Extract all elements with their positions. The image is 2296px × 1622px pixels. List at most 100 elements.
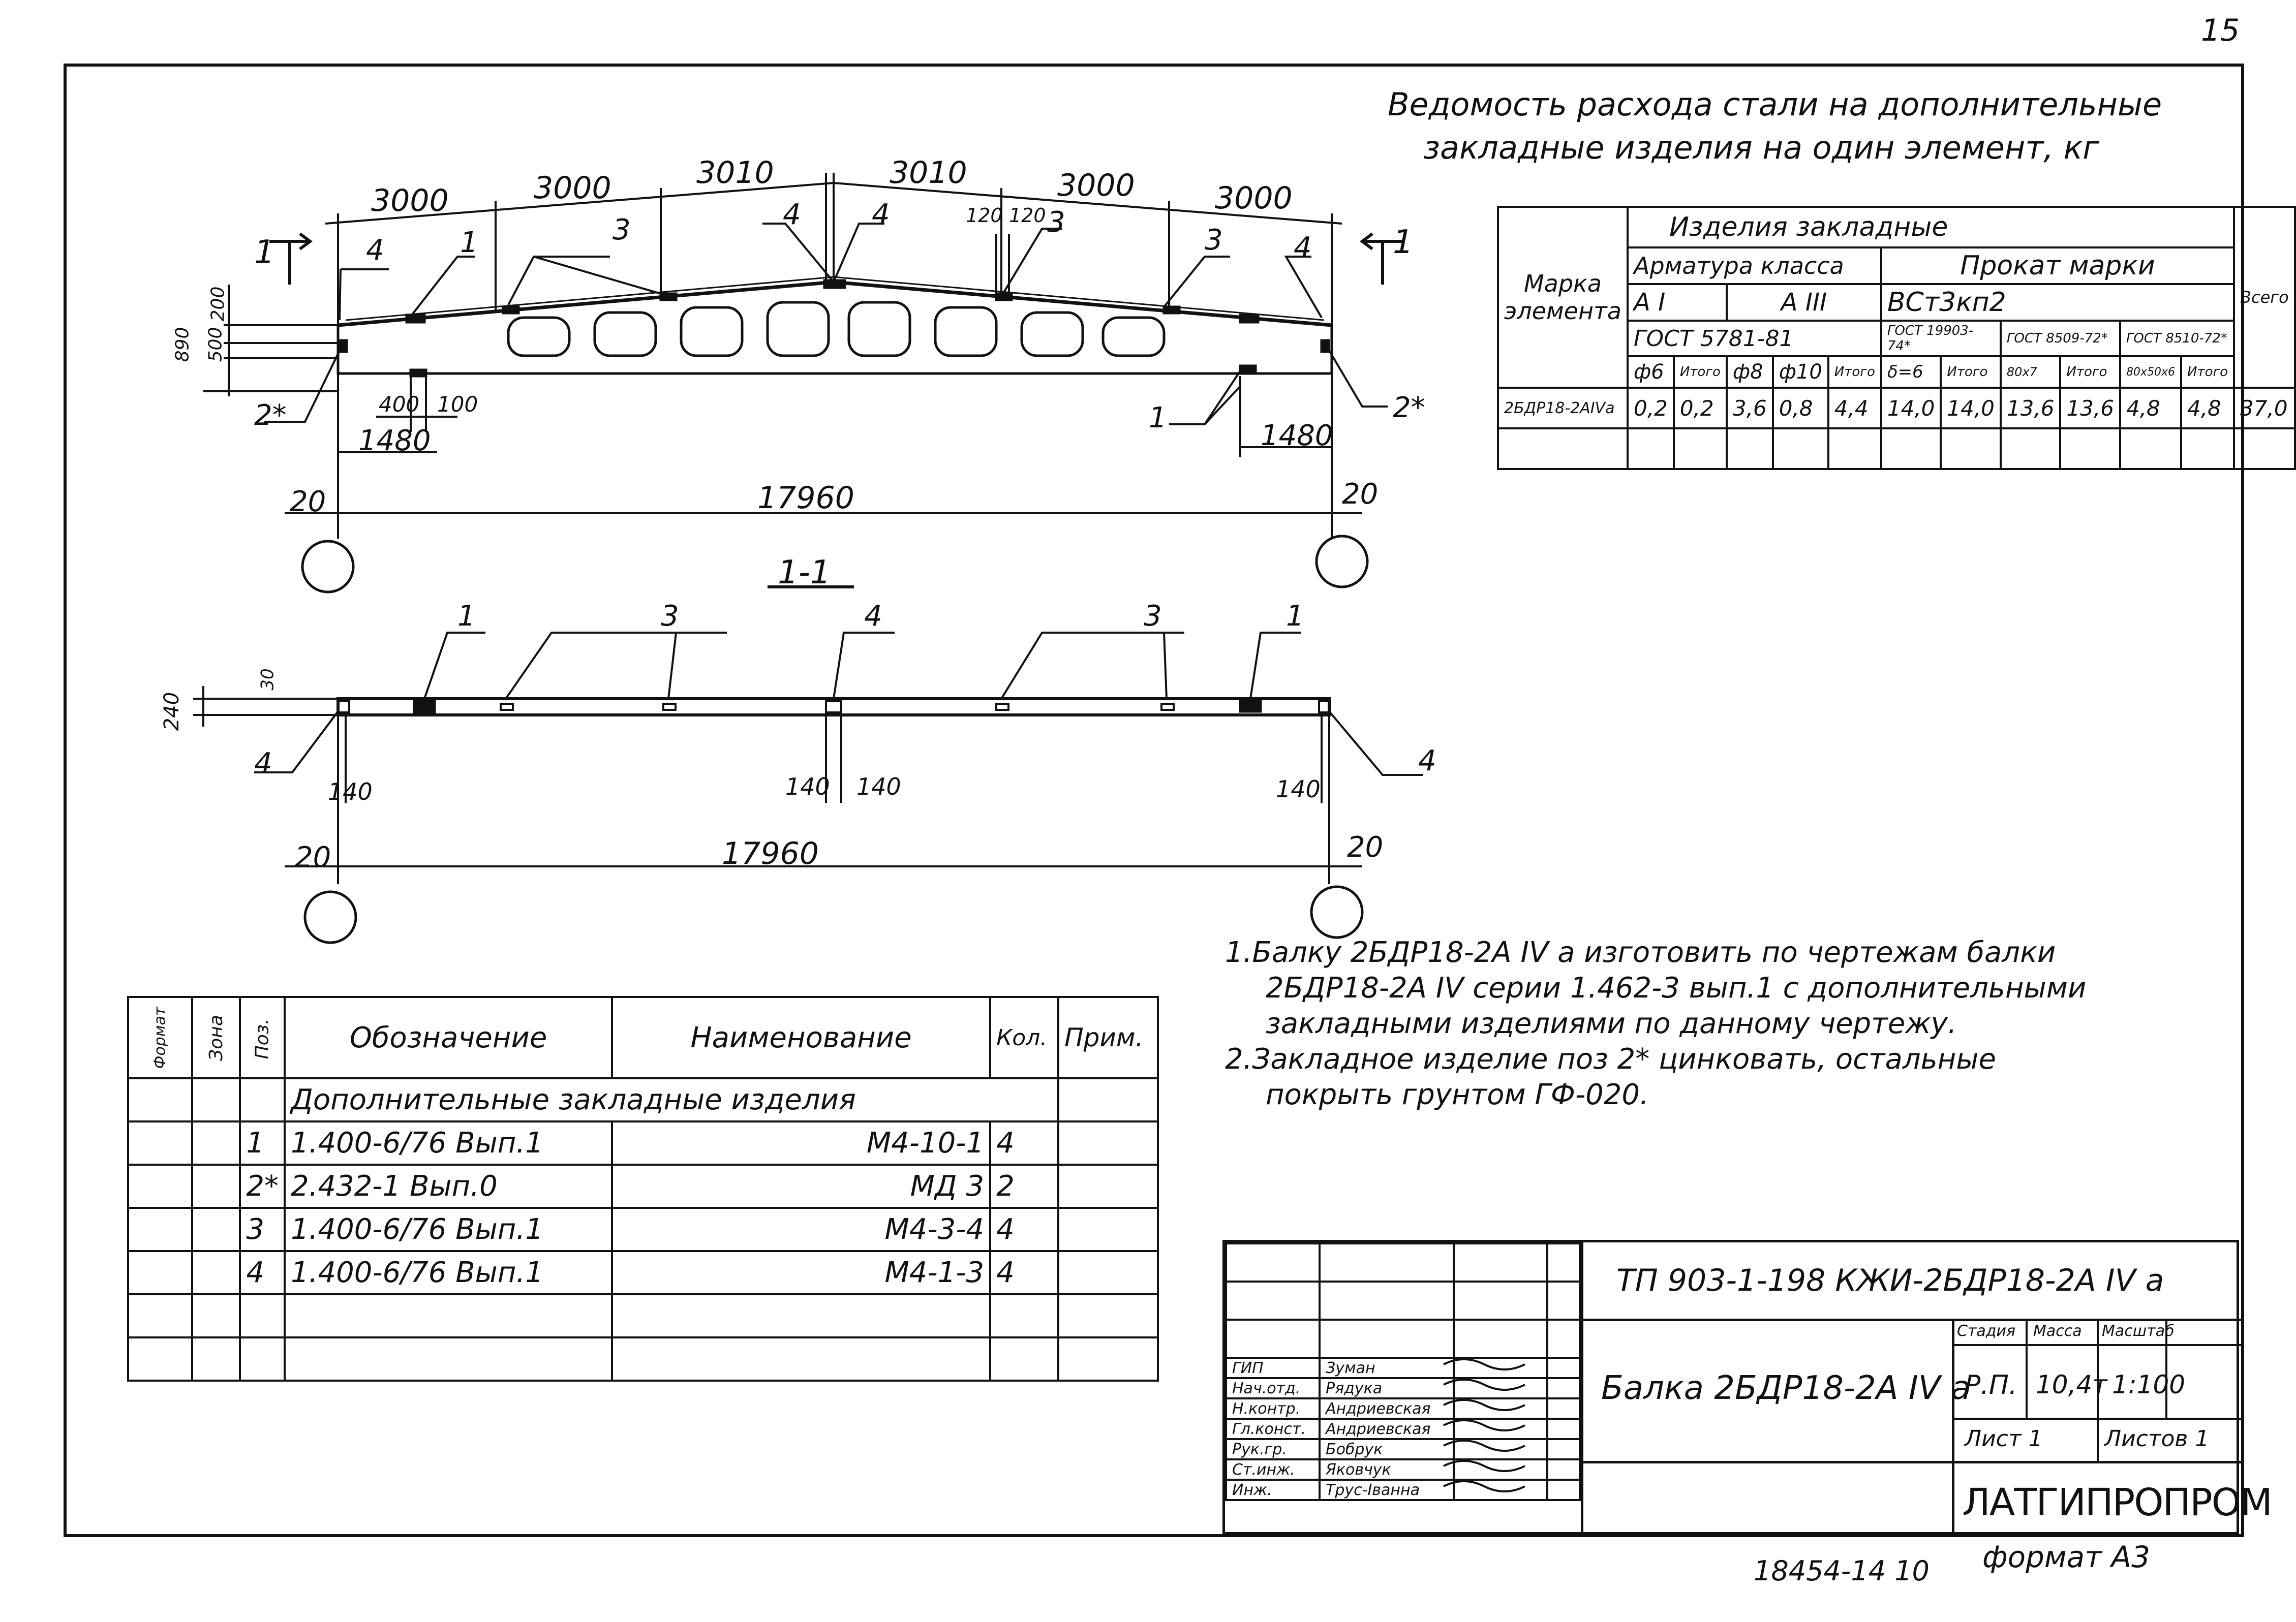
val-11: 37,0 [2233,387,2296,429]
sec-callout-1a: 1 [457,600,476,633]
section-mark-right: 1 [1393,224,1414,261]
sec-callout-3a: 3 [661,600,679,633]
dim-20-left: 20 [290,485,326,518]
sec-dim-20-left: 20 [295,841,331,874]
sec-dim-20-right: 20 [1347,831,1384,864]
spec-row: 1 1.400-6/76 Вып.1 М4-10-1 4 [127,1120,1159,1166]
callout-3b: 3 [1047,206,1065,239]
sub-7: 80х7 [1999,355,2062,389]
staff-row: Гл.конст.Андриевская [1225,1418,1581,1440]
val-0: 0,2 [1627,387,1675,429]
staff-role: ГИП [1225,1357,1321,1379]
spec-row: 3 1.400-6/76 Вып.1 М4-3-4 4 [127,1207,1159,1252]
h-qty: Кол. [989,996,1060,1079]
dim-1480-left: 1480 [358,424,431,457]
spec-pos: 4 [239,1250,286,1295]
h-pos: Поз. [252,1018,273,1059]
sheets-value: Листов 1 [2104,1426,2210,1452]
gost-19903: ГОСТ 19903-74* [1880,320,2002,357]
spec-section-title: Дополнительные закладные изделия [284,1077,1060,1122]
h-format: Формат [151,1007,169,1069]
dim-seg-6: 3000 [1215,180,1293,216]
h-name: Наименование [611,996,992,1079]
dim-200: 200 [207,286,229,322]
val-2: 3,6 [1725,387,1774,429]
sub-1: Итого [1672,355,1728,389]
stage-header: Стадия [1957,1322,2016,1340]
page-number: 15 [2201,13,2240,48]
drawing-frame [64,64,2244,1537]
dim-100: 100 [437,392,478,417]
row-mark: 2БДР18-2АIVа [1496,387,1629,429]
note-line-4: 2.Закладное изделие поз 2* цинковать, ос… [1225,1043,1996,1076]
steel-table-title-2: закладные изделия на один элемент, кг [1423,129,2099,166]
sheet-value: Лист 1 [1965,1426,2043,1452]
sub-5: δ=6 [1880,355,1942,389]
sec-dim-span: 17960 [722,836,819,871]
spec-name: МД 3 [611,1164,992,1209]
dim-1480-right: 1480 [1261,419,1333,452]
doc-code: ТП 903-1-198 КЖИ-2БДР18-2А IV а [1616,1263,2164,1298]
callout-3a: 3 [613,213,631,246]
sub-3: ф10 [1771,355,1829,389]
dim-seg-2: 3000 [534,170,611,206]
gost-8510: ГОСТ 8510-72* [2119,320,2236,357]
drawing-title: Балка 2БДР18-2А IV а [1601,1369,1971,1407]
sec-callout-3b: 3 [1144,600,1162,633]
val-5: 14,0 [1880,387,1942,429]
staff-row: Инж.Трус-Іванна [1225,1479,1581,1501]
val-7: 13,6 [1999,387,2062,429]
section-title: 1-1 [778,554,831,591]
note-line-5: покрыть грунтом ГФ-020. [1266,1078,1649,1111]
spec-designation: 1.400-6/76 Вып.1 [284,1250,614,1295]
leaders [264,223,1388,594]
dim-20-right: 20 [1342,478,1379,511]
sub-9: 80х50х6 [2119,355,2182,389]
armature-header: Арматура класса [1627,246,1882,285]
sub-10: Итого [2180,355,2236,389]
staff-row: Ст.инж.Яковчук [1225,1458,1581,1481]
staff-role: Н.контр. [1225,1397,1321,1420]
sec-callout-1b: 1 [1286,600,1304,633]
left-height-dims [203,285,338,396]
dim-seg-4: 3010 [890,155,967,191]
callout-4b: 4 [783,198,801,231]
steel-table: Марка элемента Изделия закладные Всего А… [1496,206,2296,470]
staff-name: Трус-Іванна [1319,1479,1455,1501]
note-line-3: закладными изделиями по данному чертежу. [1266,1007,1957,1040]
spec-designation: 1.400-6/76 Вып.1 [284,1207,614,1252]
top-dimension-chain [325,173,1342,325]
dim-400: 400 [379,392,420,417]
callout-2star-right: 2* [1393,391,1425,424]
rolled-header: Прокат марки [1880,246,2236,285]
steel-grade: ВСт3кп2 [1880,283,2236,322]
beam-elevation [203,173,1403,594]
sec-dim-140d: 140 [1276,775,1321,803]
dim-seg-3: 3010 [696,155,774,191]
callout-3c: 3 [1205,224,1223,257]
sub-6: Итого [1940,355,2002,389]
dim-500: 500 [205,327,226,362]
callout-2star-left: 2* [254,399,287,432]
staff-role: Инж. [1225,1479,1321,1501]
steel-table-title-1: Ведомость расхода стали на дополнительны… [1388,86,2162,123]
val-1: 0,2 [1672,387,1728,429]
scale-header: Масштаб [2102,1322,2175,1340]
staff-name: Андриевская [1319,1418,1455,1440]
staff-name: Зуман [1319,1357,1455,1379]
web-openings [507,301,1166,357]
col-mark-header: Марка элемента [1496,206,1629,389]
sec-dim-140b: 140 [785,773,830,800]
callout-1a: 1 [460,226,478,259]
spec-pos: 1 [239,1120,286,1166]
spec-qty: 4 [989,1207,1060,1252]
staff-name: Яковчук [1319,1458,1455,1481]
dim-890: 890 [172,327,193,362]
embedded-plates [338,279,1330,378]
staff-row: Нач.отд.Рядука [1225,1377,1581,1399]
sec-dim-30: 30 [257,668,278,691]
spec-row: 4 1.400-6/76 Вып.1 М4-1-3 4 [127,1250,1159,1295]
